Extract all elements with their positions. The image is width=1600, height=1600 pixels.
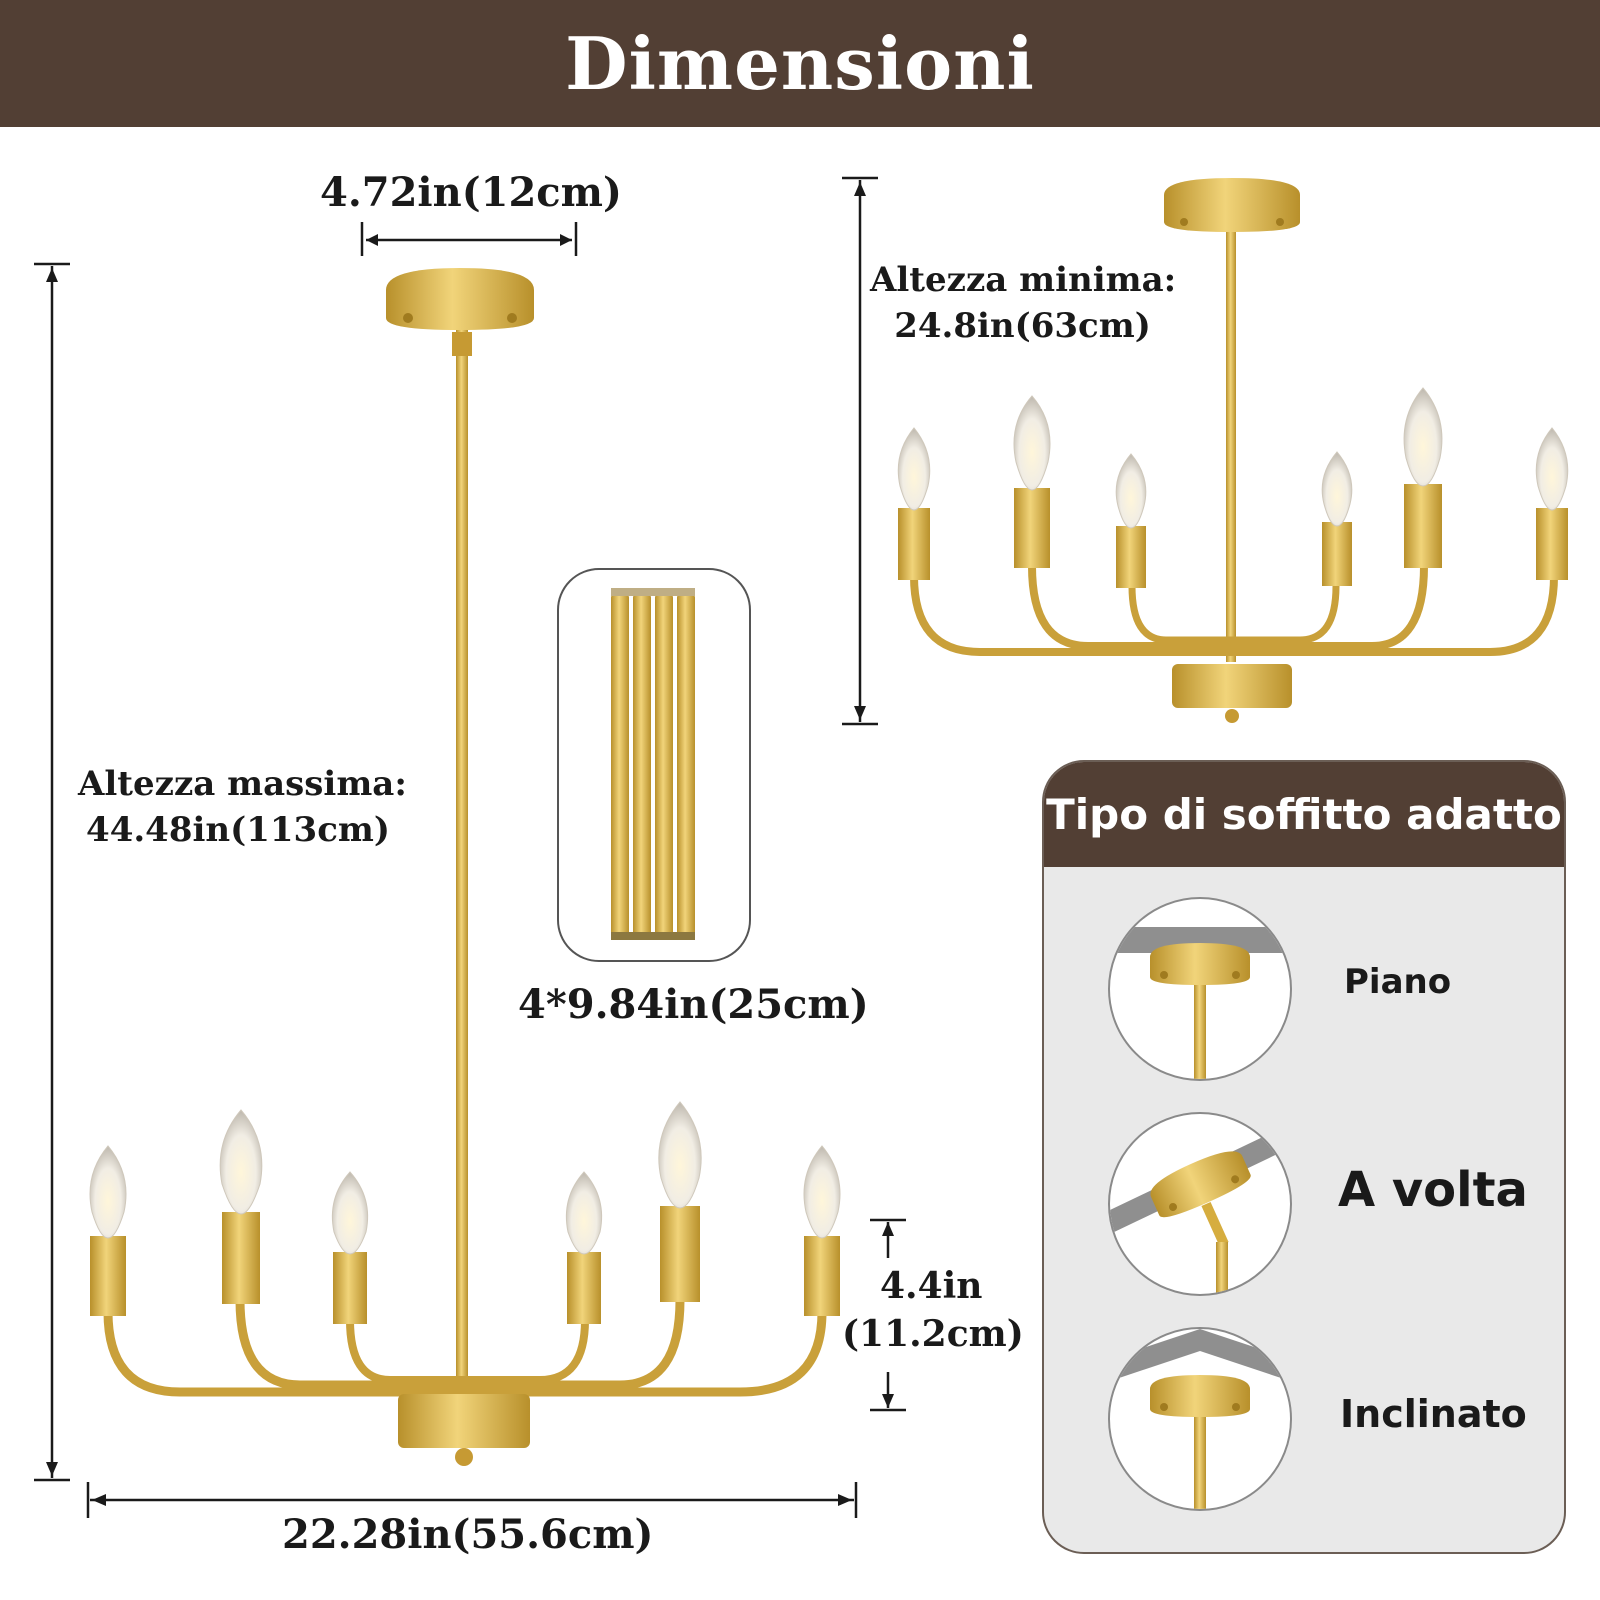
min-height-label: Altezza minima: 24.8in(63cm) xyxy=(870,258,1177,350)
extension-rods-box xyxy=(557,568,751,962)
max-height-label: Altezza massima: 44.48in(113cm) xyxy=(78,762,407,854)
arm-height-cm: (11.2cm) xyxy=(842,1313,1024,1355)
rods-length-label: 4*9.84in(25cm) xyxy=(518,981,869,1028)
max-height-title: Altezza massima: xyxy=(78,764,407,804)
canopy-width-label: 4.72in(12cm) xyxy=(320,169,622,216)
extension-rods-image xyxy=(611,588,695,940)
ceiling-type-flat: Piano xyxy=(1344,962,1452,1002)
ceiling-type-sloped: Inclinato xyxy=(1340,1392,1527,1436)
arm-height-inches: 4.4in xyxy=(880,1265,983,1307)
main-chandelier xyxy=(89,268,841,1466)
min-height-chandelier xyxy=(897,178,1569,723)
ceiling-type-panel: Tipo di soffitto adatto Piano A volta xyxy=(1042,760,1566,1554)
sloped-ceiling-icon xyxy=(1110,1329,1290,1509)
total-width-label: 22.28in(55.6cm) xyxy=(282,1511,654,1558)
sloped-ceiling-image xyxy=(1108,1327,1292,1511)
min-height-title: Altezza minima: xyxy=(870,260,1177,300)
min-height-value: 24.8in(63cm) xyxy=(894,305,1151,346)
ceiling-type-vaulted: A volta xyxy=(1338,1162,1528,1218)
vaulted-ceiling-icon xyxy=(1110,1124,1290,1294)
ceiling-panel-header: Tipo di soffitto adatto xyxy=(1044,762,1564,867)
dimension-lines xyxy=(34,176,906,1518)
vaulted-ceiling-image xyxy=(1108,1112,1292,1296)
max-height-value: 44.48in(113cm) xyxy=(86,809,390,850)
flat-ceiling-icon xyxy=(1110,927,1290,1079)
flat-ceiling-image xyxy=(1108,897,1292,1081)
page-title: Dimensioni xyxy=(565,21,1035,106)
header-banner: Dimensioni xyxy=(0,0,1600,127)
ceiling-panel-title: Tipo di soffitto adatto xyxy=(1046,790,1562,839)
